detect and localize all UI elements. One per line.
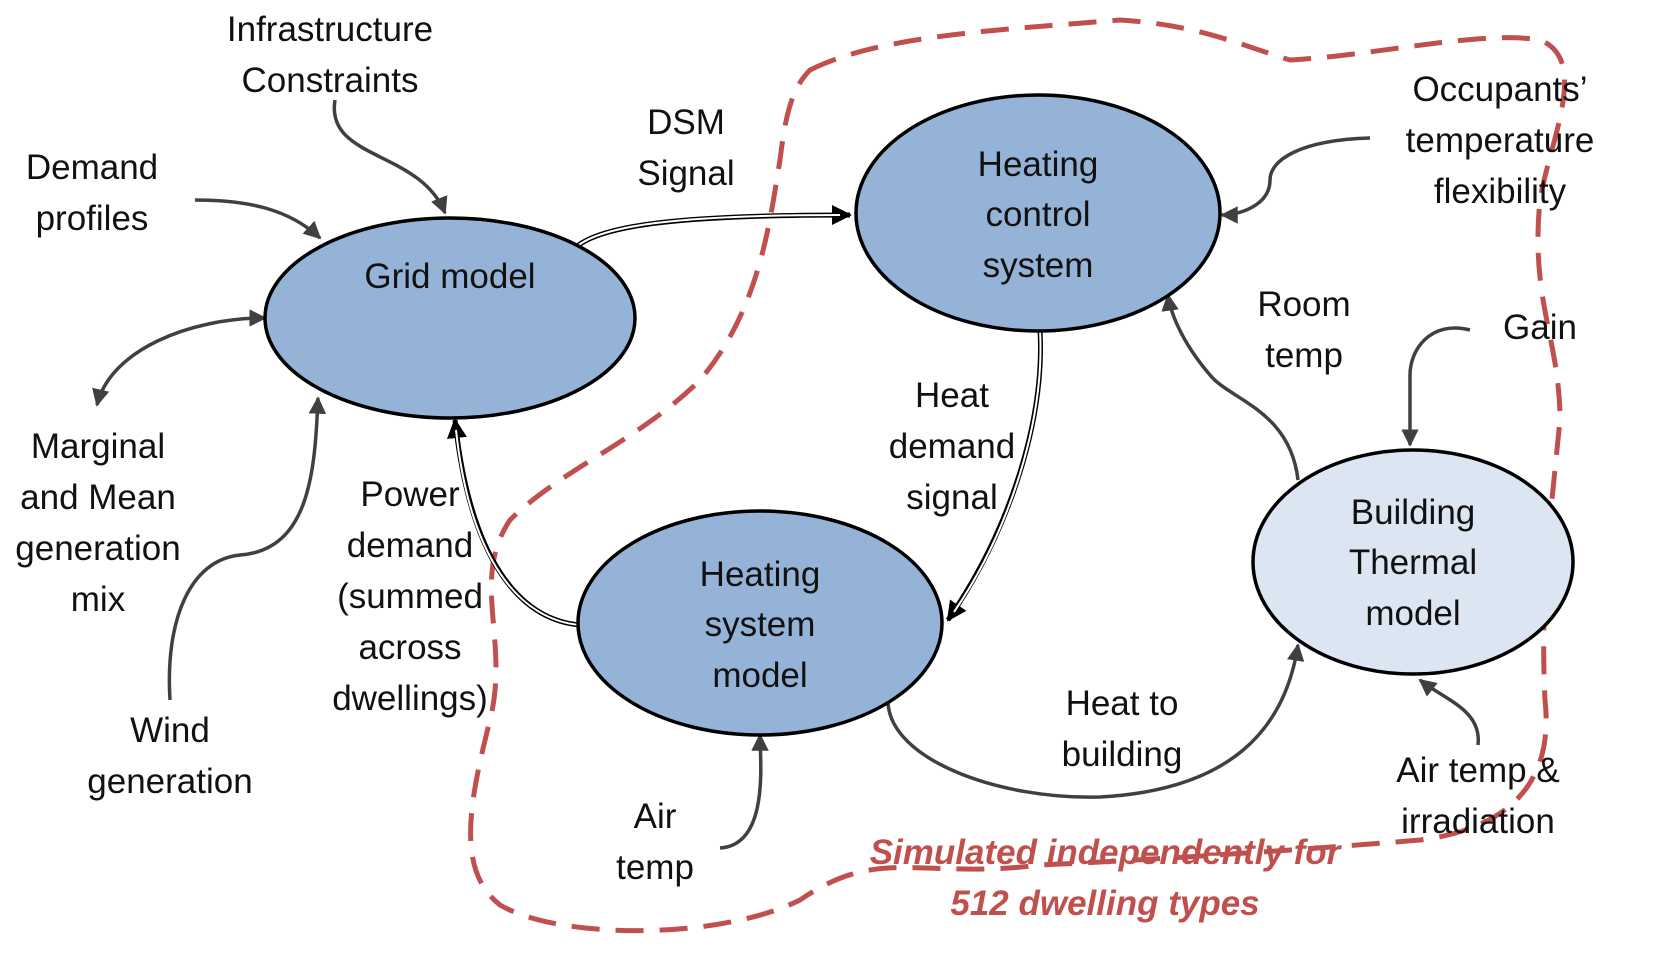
svg-text:irradiation: irradiation: [1401, 802, 1555, 841]
room-temp-label: Room temp: [1257, 285, 1350, 375]
svg-text:Heat: Heat: [915, 376, 989, 415]
heat-to-building-label: Heat to building: [1062, 684, 1183, 774]
svg-text:Signal: Signal: [637, 154, 734, 193]
infrastructure-arrow: [332, 99, 448, 215]
power-demand-arrow: [446, 418, 581, 628]
air-temp-irradiation-arrow: [1418, 678, 1480, 746]
svg-text:Occupants’: Occupants’: [1412, 70, 1587, 109]
svg-text:dwellings): dwellings): [332, 679, 488, 718]
wind-arrow: [167, 396, 327, 701]
svg-text:flexibility: flexibility: [1434, 172, 1567, 211]
building-thermal-label-1: Building: [1351, 493, 1476, 532]
svg-text:Gain: Gain: [1503, 308, 1577, 347]
svg-text:generation: generation: [87, 762, 252, 801]
svg-text:demand: demand: [347, 526, 473, 565]
svg-text:Air temp &: Air temp &: [1396, 751, 1559, 790]
svg-text:Heat to: Heat to: [1066, 684, 1179, 723]
building-thermal-label-2: Thermal: [1349, 543, 1477, 582]
svg-text:Room: Room: [1257, 285, 1350, 324]
wind-generation-label: Wind generation: [87, 711, 252, 801]
air-temp-irradiation-label: Air temp & irradiation: [1396, 751, 1559, 841]
svg-text:and Mean: and Mean: [20, 478, 176, 517]
svg-text:demand: demand: [889, 427, 1015, 466]
svg-text:temperature: temperature: [1406, 121, 1595, 160]
svg-text:generation: generation: [15, 529, 180, 568]
svg-text:profiles: profiles: [36, 199, 149, 238]
gain-label: Gain: [1503, 308, 1577, 347]
dsm-signal-arrow: [573, 205, 852, 250]
svg-text:Power: Power: [360, 475, 460, 514]
power-demand-label: Power demand (summed across dwellings): [332, 475, 488, 718]
heat-demand-signal-arrow: [945, 329, 1043, 622]
svg-text:Air: Air: [634, 797, 677, 836]
heating-system-node: Heating system model: [576, 509, 944, 737]
air-temp-arrow: [719, 733, 769, 850]
heating-control-node: Heating control system: [854, 93, 1222, 333]
room-temp-arrow: [1161, 293, 1300, 481]
grid-model-label: Grid model: [364, 257, 535, 296]
dsm-signal-label: DSM Signal: [637, 103, 734, 193]
svg-text:Wind: Wind: [130, 711, 210, 750]
infrastructure-label: Infrastructure Constraints: [227, 10, 433, 100]
occupants-label: Occupants’ temperature flexibility: [1406, 70, 1595, 211]
dwelling-boundary: [468, 17, 1567, 934]
svg-text:Marginal: Marginal: [31, 427, 165, 466]
svg-text:across: across: [358, 628, 461, 667]
svg-text:building: building: [1062, 735, 1183, 774]
svg-text:Demand: Demand: [26, 148, 158, 187]
svg-text:DSM: DSM: [647, 103, 725, 142]
marginal-mean-label: Marginal and Mean generation mix: [15, 427, 180, 619]
svg-text:temp: temp: [1265, 336, 1343, 375]
heating-control-label-2: control: [985, 195, 1090, 234]
occupants-arrow: [1220, 136, 1371, 224]
svg-text:signal: signal: [906, 478, 997, 517]
heating-system-label-1: Heating: [700, 555, 821, 594]
svg-text:Constraints: Constraints: [241, 61, 418, 100]
demand-profiles-arrow: [194, 198, 322, 240]
heating-control-label-1: Heating: [978, 145, 1099, 184]
svg-text:temp: temp: [616, 848, 694, 887]
svg-text:Simulated independently for: Simulated independently for: [870, 833, 1343, 872]
building-thermal-node: Building Thermal model: [1251, 448, 1575, 676]
heat-demand-signal-label: Heat demand signal: [889, 376, 1015, 517]
svg-text:512 dwelling types: 512 dwelling types: [950, 884, 1259, 923]
boundary-note: Simulated independently for 512 dwelling…: [870, 833, 1343, 923]
svg-text:mix: mix: [71, 580, 126, 619]
demand-profiles-label: Demand profiles: [26, 148, 158, 238]
marginal-mean-arrow: [92, 309, 267, 407]
grid-model-node: Grid model: [263, 216, 637, 420]
heating-control-label-3: system: [983, 246, 1094, 285]
heating-system-label-3: model: [712, 656, 807, 695]
heat-to-building-arrow: [886, 643, 1305, 799]
air-temp-label: Air temp: [616, 797, 694, 887]
gain-arrow: [1401, 326, 1471, 447]
svg-text:Infrastructure: Infrastructure: [227, 10, 433, 49]
heating-system-label-2: system: [705, 605, 816, 644]
building-thermal-label-3: model: [1365, 594, 1460, 633]
svg-text:(summed: (summed: [337, 577, 483, 616]
